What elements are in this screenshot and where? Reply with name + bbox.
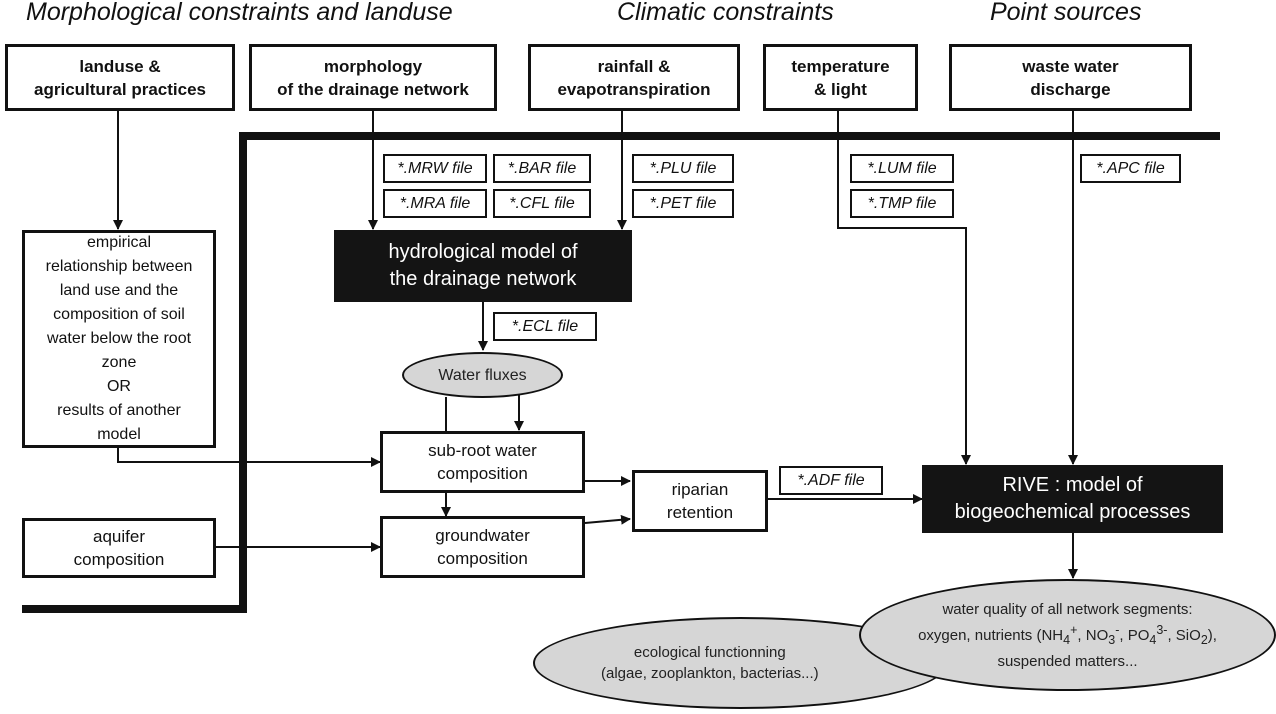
apc-file-label: *.APC file <box>1080 154 1181 183</box>
tmp-file-label: *.TMP file <box>850 189 954 218</box>
riparian-retention-box: riparian retention <box>632 470 768 532</box>
wq-si-sub: 2 <box>1200 632 1208 647</box>
arrow-temperature-rive <box>837 110 971 465</box>
mra-file-label: *.MRA file <box>383 189 487 218</box>
arrow-groundwater-riparian <box>584 514 631 525</box>
header-morphological: Morphological constraints and landuse <box>26 0 453 26</box>
water-quality-suspended: suspended matters... <box>997 652 1138 670</box>
pet-file-label: *.PET file <box>632 189 734 218</box>
empirical-relationship-box: empirical relationship between land use … <box>22 230 216 448</box>
wq-no-sup: - <box>1115 622 1120 637</box>
temperature-box: temperature & light <box>763 44 918 111</box>
wastewater-box: waste water discharge <box>949 44 1192 111</box>
rive-model-box: RIVE : model of biogeochemical processes <box>922 465 1223 533</box>
plu-file-label: *.PLU file <box>632 154 734 183</box>
water-quality-title: water quality of all network segments: <box>942 600 1193 618</box>
morphology-box: morphology of the drainage network <box>249 44 497 111</box>
subroot-water-box: sub-root water composition <box>380 431 585 493</box>
adf-file-label: *.ADF file <box>779 466 883 495</box>
wq-close-text: ), <box>1207 626 1217 644</box>
arrow-empirical-subroot <box>117 448 381 467</box>
wq-po-sup: 3- <box>1156 622 1168 637</box>
wq-oxygen-text: oxygen, nutrients (NH <box>918 626 1064 644</box>
model-boundary <box>22 132 1220 613</box>
water-quality-nutrients: oxygen, nutrients (NH4+, NO3-, PO43-, Si… <box>918 620 1217 651</box>
rainfall-box: rainfall & evapotranspiration <box>528 44 740 111</box>
hydrological-model-box: hydrological model of the drainage netwo… <box>334 230 632 302</box>
lum-file-label: *.LUM file <box>850 154 954 183</box>
wq-nh-sup: + <box>1070 622 1078 637</box>
header-point-sources: Point sources <box>990 0 1142 26</box>
wq-nh-sub: 4 <box>1063 632 1071 647</box>
mrw-file-label: *.MRW file <box>383 154 487 183</box>
aquifer-box: aquifer composition <box>22 518 216 578</box>
wq-po-sub: 4 <box>1149 632 1157 647</box>
ecl-file-label: *.ECL file <box>493 312 597 341</box>
cfl-file-label: *.CFL file <box>493 189 591 218</box>
wq-po-text: , PO <box>1119 626 1150 644</box>
wq-no-text: , NO <box>1077 626 1109 644</box>
landuse-box: landuse & agricultural practices <box>5 44 235 111</box>
header-climatic: Climatic constraints <box>617 0 834 26</box>
wq-no-sub: 3 <box>1108 632 1116 647</box>
bar-file-label: *.BAR file <box>493 154 591 183</box>
water-fluxes-ellipse: Water fluxes <box>402 352 563 398</box>
water-quality-ellipse: water quality of all network segments: o… <box>859 579 1276 691</box>
groundwater-box: groundwater composition <box>380 516 585 578</box>
wq-si-text: , SiO <box>1167 626 1201 644</box>
